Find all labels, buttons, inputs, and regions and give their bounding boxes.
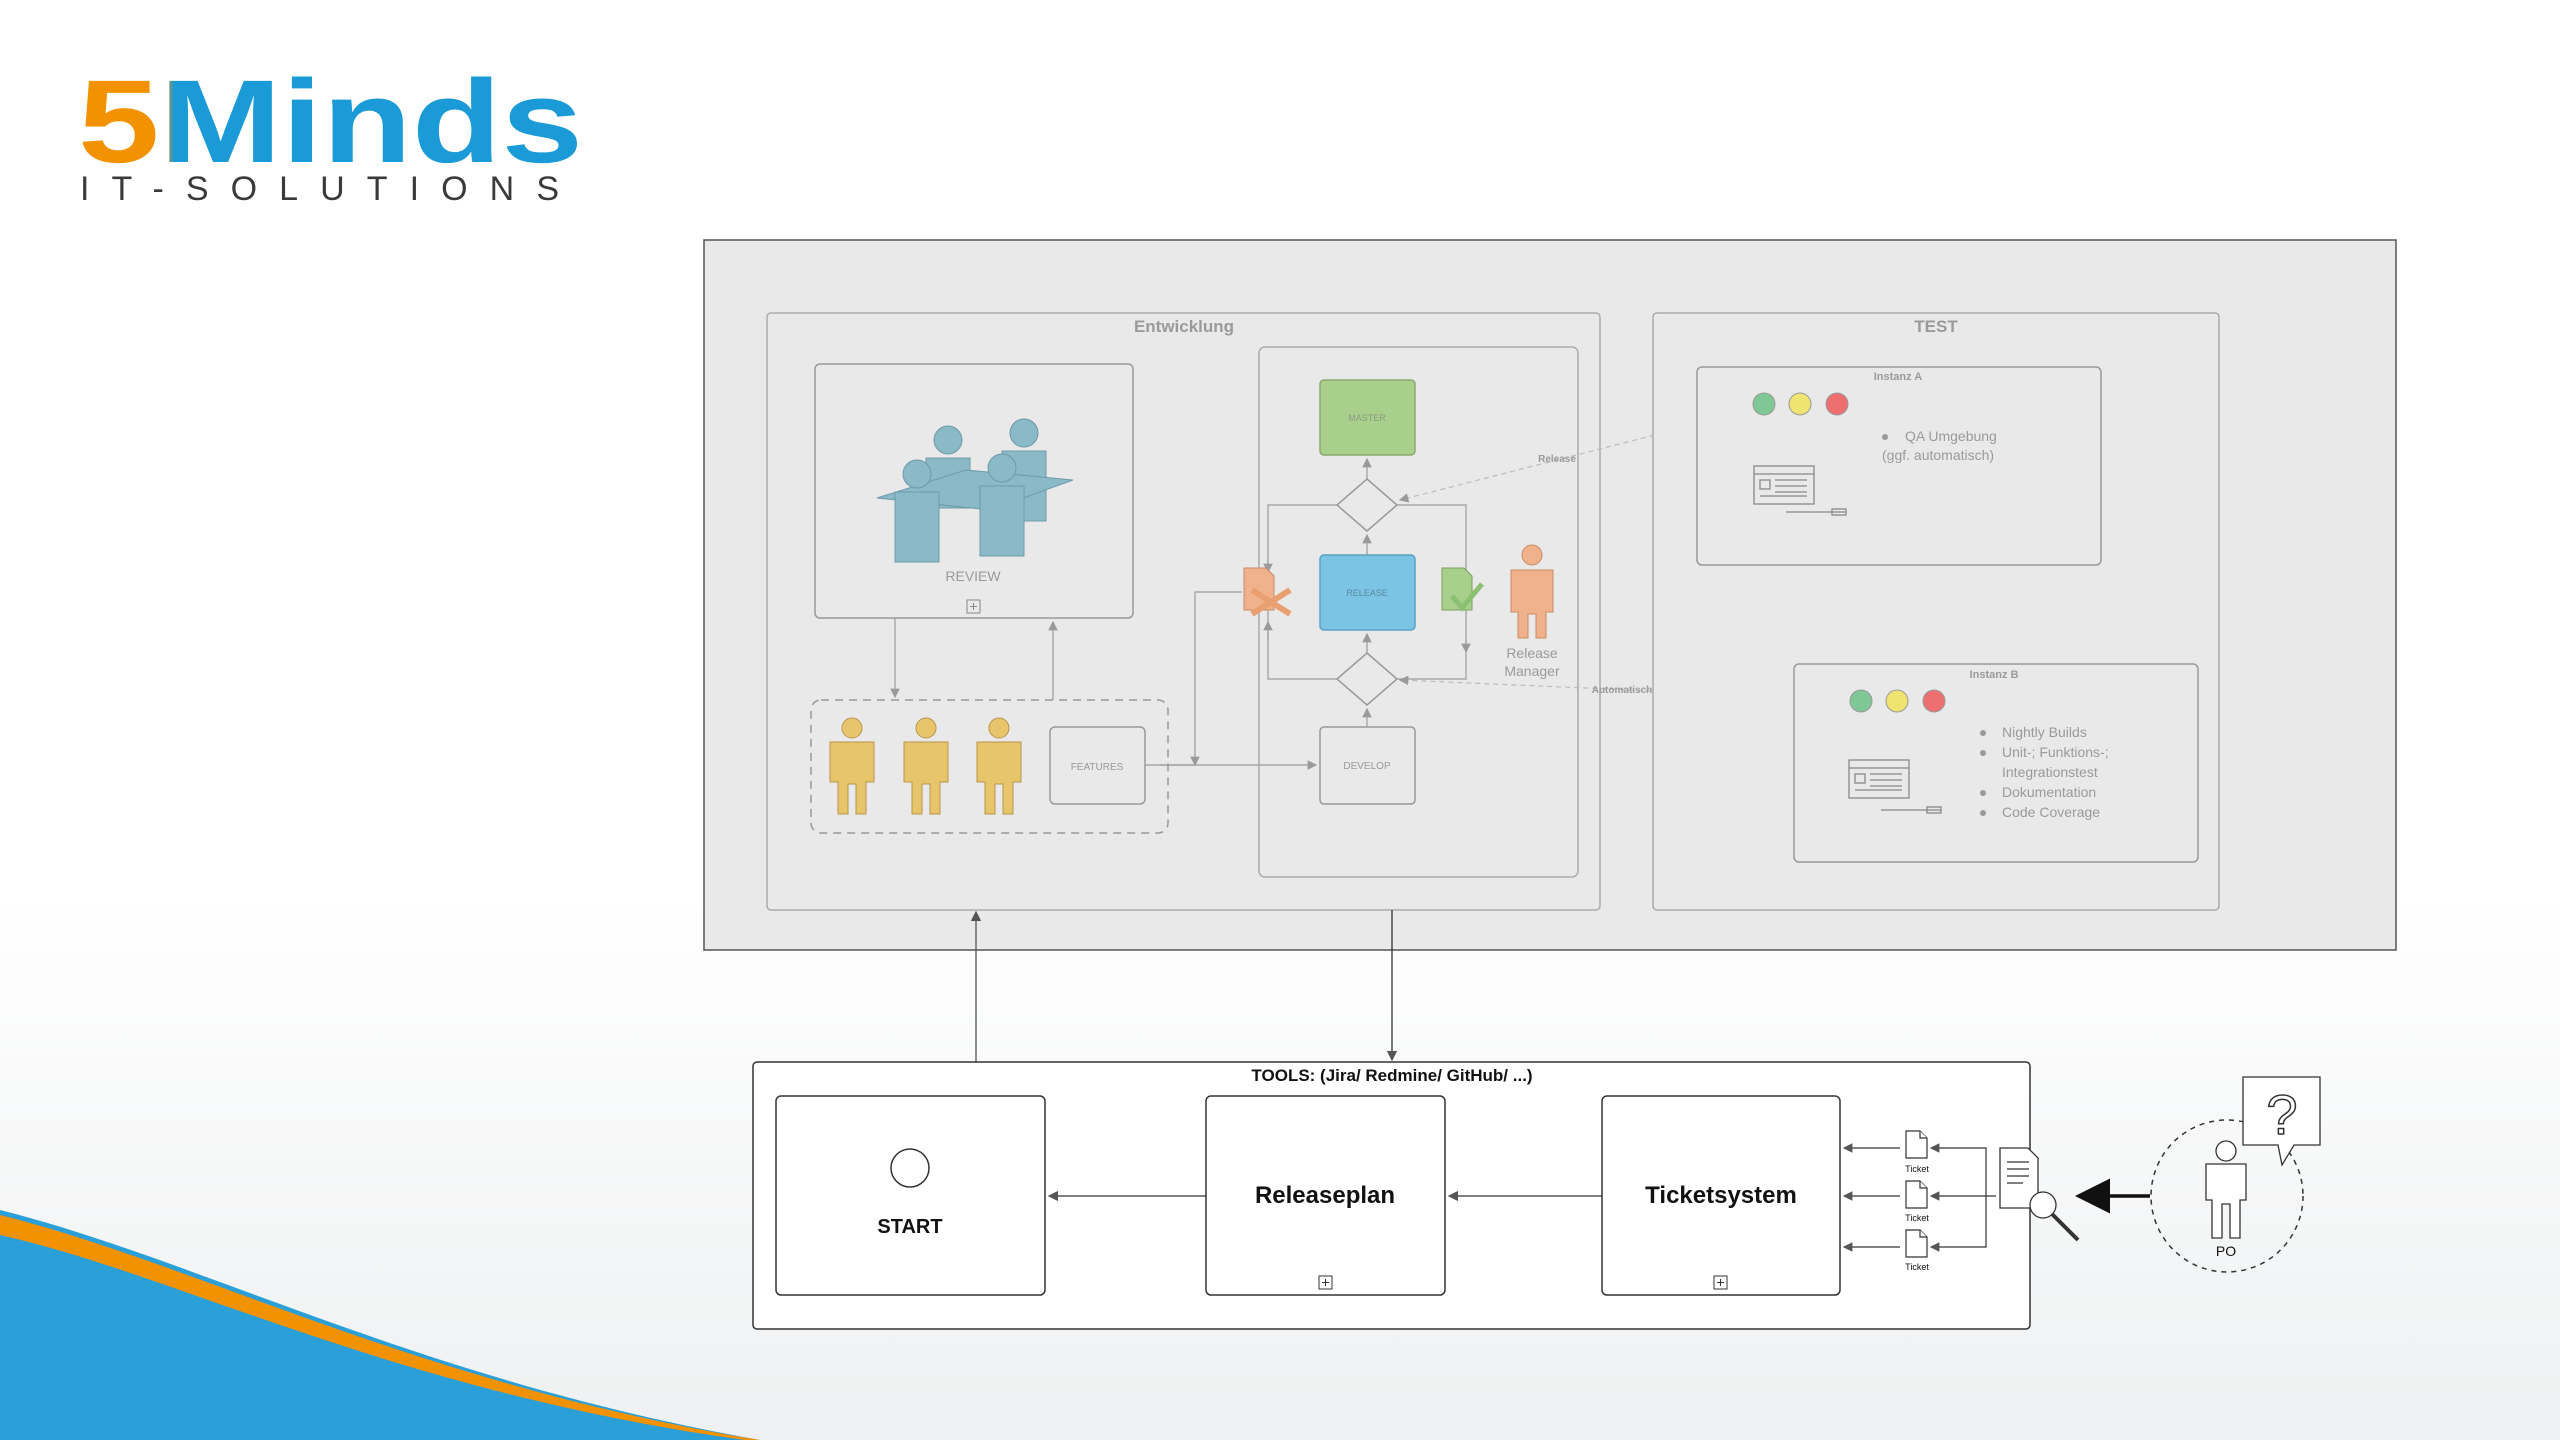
developers-group bbox=[810, 699, 1169, 834]
rejected-document-icon bbox=[1243, 567, 1292, 617]
question-mark: ? bbox=[2266, 1083, 2297, 1146]
ticket-label-3: Ticket bbox=[1905, 1262, 1929, 1272]
release-manager-label-2: Manager bbox=[1504, 663, 1560, 679]
release-manager-label-1: Release bbox=[1506, 645, 1558, 661]
instance-b-bullet-5: Code Coverage bbox=[2002, 804, 2100, 820]
test-title: TEST bbox=[1914, 317, 1958, 336]
traffic-light-icon bbox=[1752, 392, 1849, 416]
develop-label: DEVELOP bbox=[1343, 761, 1391, 772]
start-event-icon[interactable] bbox=[890, 1148, 930, 1188]
release-label: RELEASE bbox=[1346, 588, 1388, 598]
document-search-icon bbox=[1999, 1147, 2080, 1242]
release-edge bbox=[1398, 423, 1699, 503]
automatisch-edge-label: Automatisch bbox=[1592, 685, 1653, 696]
po-person-icon[interactable] bbox=[2205, 1140, 2247, 1239]
release-branch[interactable]: RELEASE bbox=[1319, 554, 1416, 631]
gateway-upper bbox=[1335, 478, 1399, 532]
decorative-swoosh bbox=[0, 1210, 760, 1440]
start-label: START bbox=[877, 1216, 942, 1238]
features-task[interactable]: FEATURES bbox=[1049, 726, 1146, 805]
expand-icon[interactable] bbox=[966, 599, 981, 614]
develop-branch[interactable]: DEVELOP bbox=[1319, 726, 1416, 805]
logo-sub-text: IT-SOLUTIONS bbox=[80, 170, 580, 208]
ticketsystem-label: Ticketsystem bbox=[1645, 1182, 1797, 1209]
approved-document-icon bbox=[1441, 567, 1484, 612]
server-window-icon-b bbox=[1848, 759, 1942, 814]
logo-main-text: 5Minds bbox=[78, 70, 583, 188]
release-manager-icon bbox=[1510, 544, 1554, 639]
features-label: FEATURES bbox=[1071, 762, 1124, 773]
instance-b-bullet-3: Integrationstest bbox=[2002, 764, 2098, 780]
instance-b-bullet-4: Dokumentation bbox=[2002, 784, 2096, 800]
instance-a-title: Instanz A bbox=[1874, 371, 1923, 383]
review-label: REVIEW bbox=[945, 568, 1001, 584]
ticket-label-2: Ticket bbox=[1905, 1213, 1929, 1223]
instance-a-box[interactable]: Instanz A QA Umgebung (ggf. automatisch) bbox=[1696, 366, 2102, 566]
team-people-icon bbox=[876, 418, 1074, 563]
tools-title: TOOLS: (Jira/ Redmine/ GitHub/ ...) bbox=[1251, 1066, 1532, 1085]
master-branch[interactable]: MASTER bbox=[1319, 379, 1416, 456]
releaseplan-expand-icon[interactable] bbox=[1318, 1275, 1333, 1290]
release-edge-label: Release bbox=[1538, 454, 1576, 465]
ticket-document-icon bbox=[1905, 1130, 1928, 1258]
company-logo: 5Minds IT-SOLUTIONS bbox=[78, 70, 583, 208]
gateway-lower bbox=[1335, 652, 1399, 706]
review-subprocess[interactable]: REVIEW bbox=[814, 363, 1134, 619]
instance-a-bullet-2: (ggf. automatisch) bbox=[1882, 447, 1994, 463]
instance-a-bullet-1: QA Umgebung bbox=[1905, 428, 1997, 444]
start-box[interactable]: START bbox=[775, 1095, 1046, 1296]
instance-b-box[interactable]: Instanz B Nightly Builds Unit-; Funktion… bbox=[1793, 663, 2199, 863]
instance-b-title: Instanz B bbox=[1970, 669, 2019, 681]
development-title: Entwicklung bbox=[1134, 317, 1234, 336]
traffic-light-icon-b bbox=[1849, 689, 1946, 713]
ticketsystem-expand-icon[interactable] bbox=[1713, 1275, 1728, 1290]
instance-b-bullet-1: Nightly Builds bbox=[2002, 724, 2087, 740]
server-window-icon bbox=[1753, 465, 1847, 516]
master-label: MASTER bbox=[1348, 413, 1386, 423]
po-boundary bbox=[2150, 1119, 2304, 1273]
speech-bubble-icon: ? bbox=[2242, 1076, 2321, 1167]
ticket-label-1: Ticket bbox=[1905, 1164, 1929, 1174]
ticketsystem-subprocess[interactable]: Ticketsystem bbox=[1601, 1095, 1841, 1296]
instance-b-bullet-2: Unit-; Funktions-; bbox=[2002, 744, 2109, 760]
developer-people-icon bbox=[829, 717, 1022, 815]
po-label: PO bbox=[2216, 1243, 2236, 1259]
releaseplan-subprocess[interactable]: Releaseplan bbox=[1205, 1095, 1446, 1296]
releaseplan-label: Releaseplan bbox=[1255, 1182, 1395, 1209]
